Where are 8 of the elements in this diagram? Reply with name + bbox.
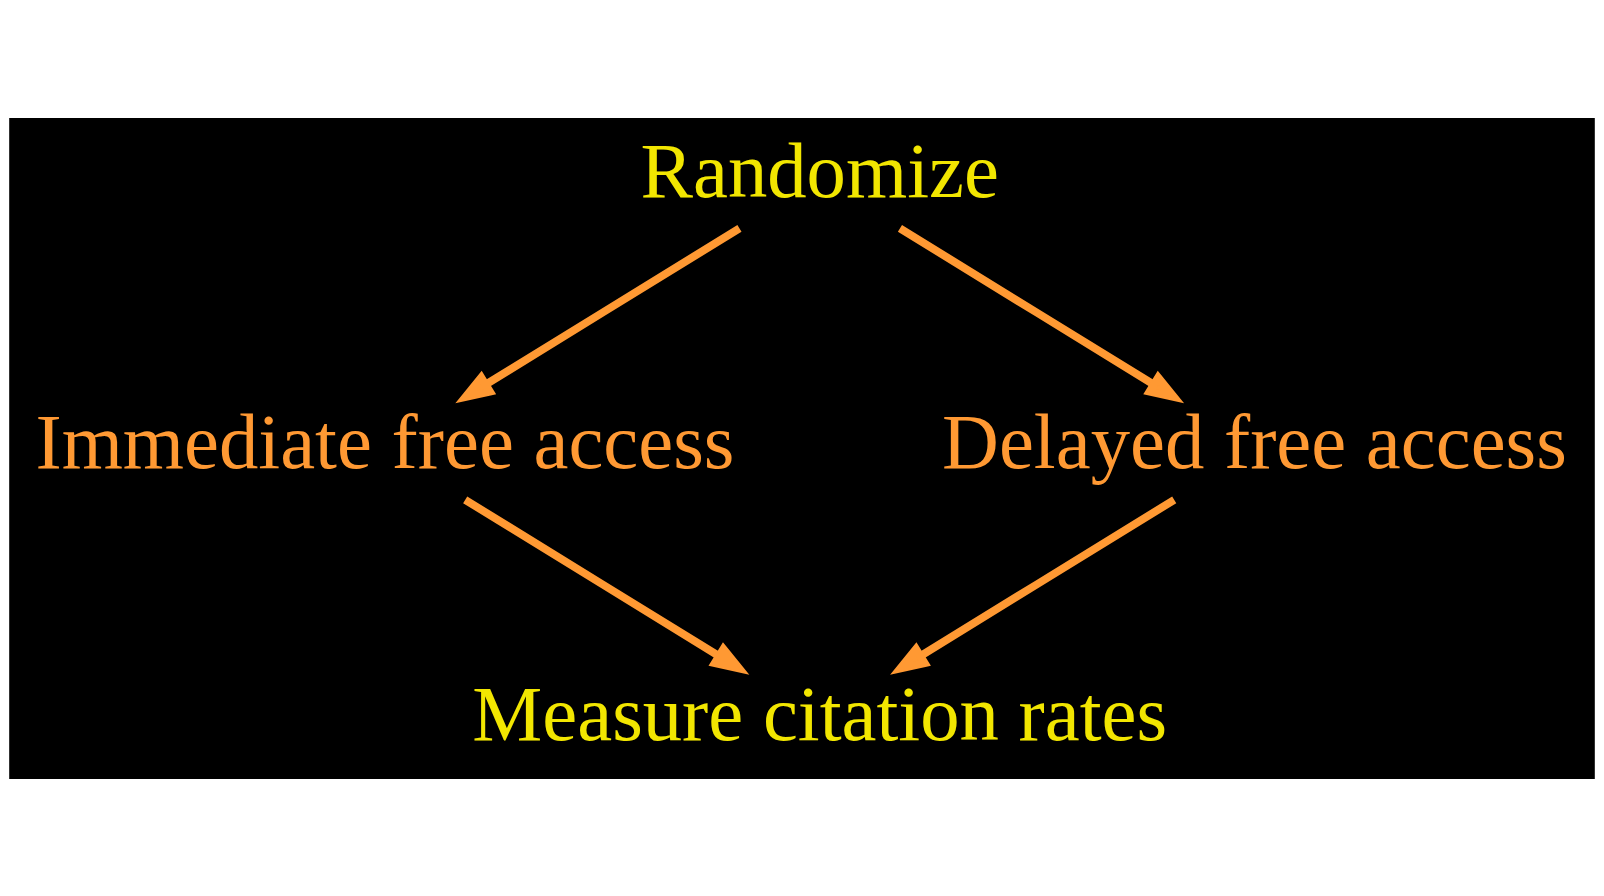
node-text: Immediate free access — [35, 397, 735, 485]
arrow — [463, 496, 750, 675]
node-text: Measure citation rates — [472, 669, 1168, 757]
node-text: Delayed free access — [942, 397, 1567, 485]
arrow — [455, 224, 742, 403]
arrow — [897, 224, 1185, 403]
node-text: Randomize — [640, 126, 999, 214]
arrow — [890, 496, 1177, 675]
